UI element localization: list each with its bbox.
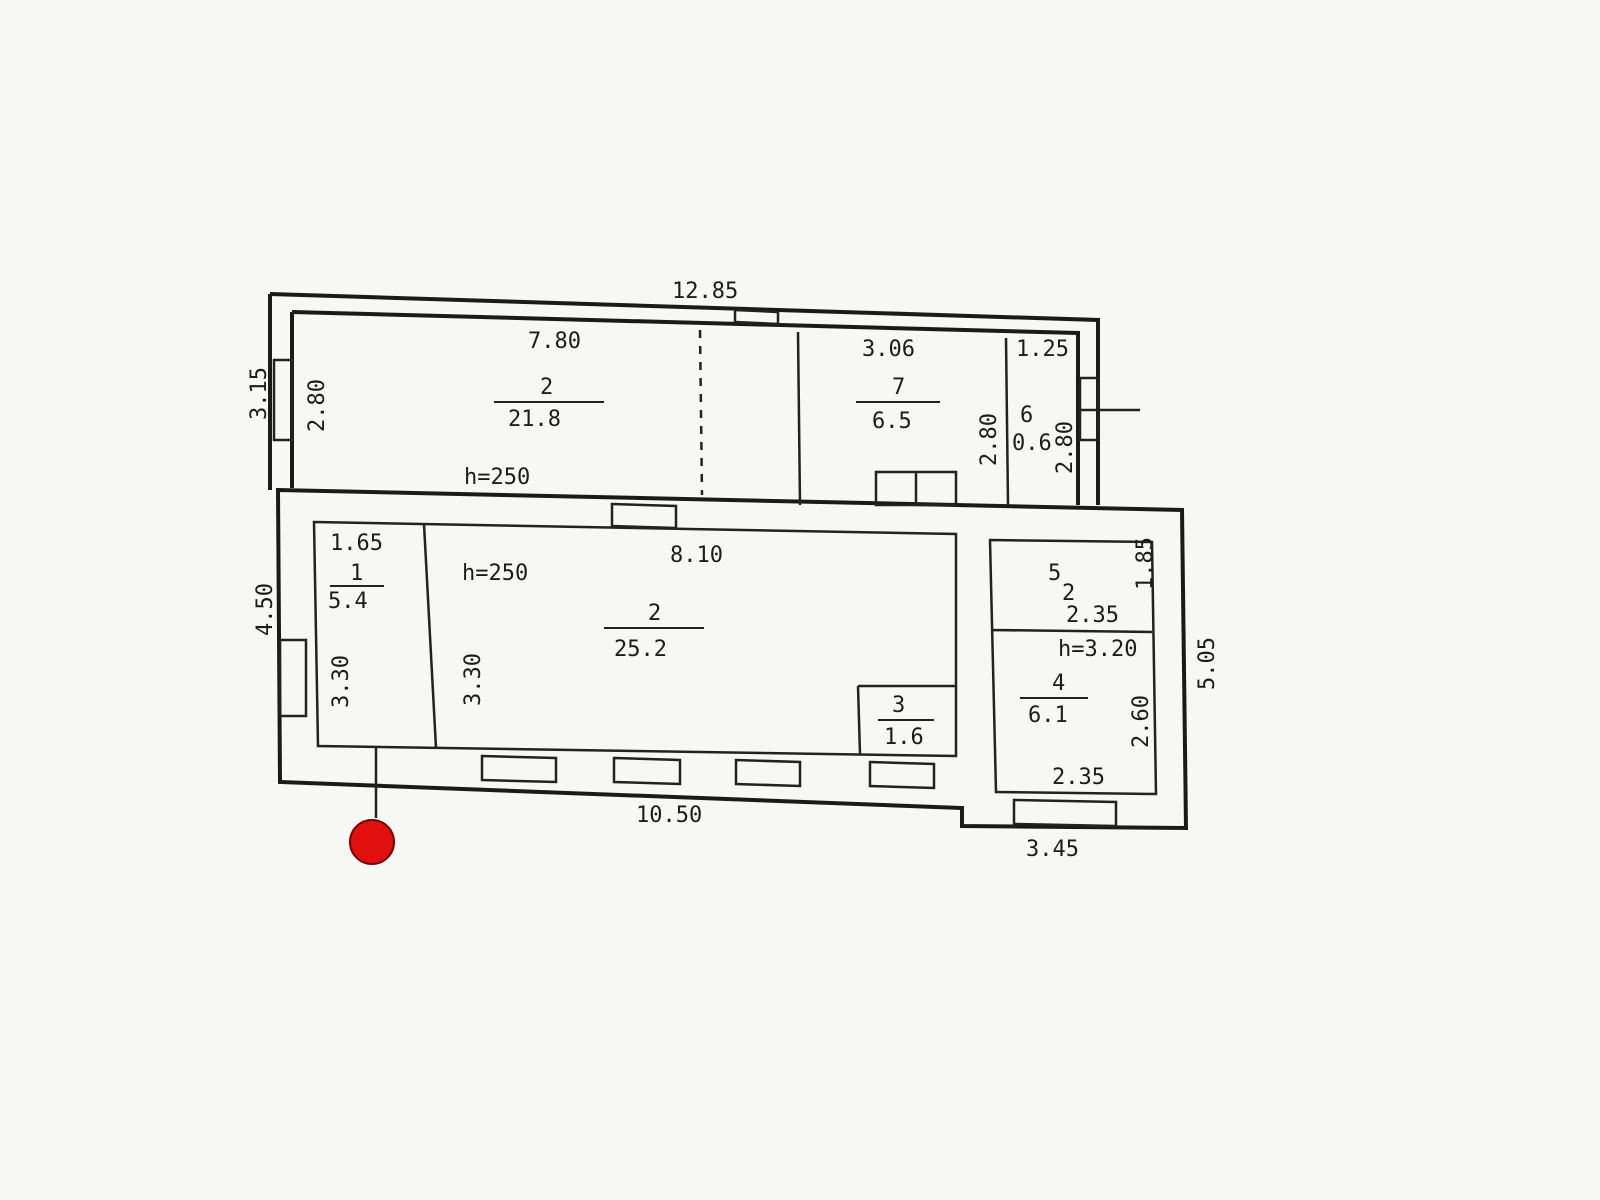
room-2b-height: h=250 [462, 561, 528, 586]
room-5-depth: 1.85 [1133, 537, 1158, 590]
room-6-number: 6 [1020, 403, 1033, 428]
room-2a-width: 7.80 [528, 329, 581, 354]
room-2a-number: 2 [540, 375, 553, 400]
room-2b-number: 2 [648, 601, 661, 626]
dim-bottom-width: 10.50 [636, 803, 702, 828]
room-3-number: 3 [892, 693, 905, 718]
walls [268, 292, 1189, 831]
room-4-height: h=3.20 [1058, 637, 1137, 662]
room-7-number: 7 [892, 375, 905, 400]
labels: 12.85 3.15 10.50 4.50 5.05 3.45 7.80 2.8… [247, 279, 1220, 862]
room-5-area: 2 [1062, 581, 1075, 606]
room-2b-area: 25.2 [614, 637, 667, 662]
room-3-area: 1.6 [884, 725, 924, 750]
room-6-depth: 2.80 [1053, 421, 1078, 474]
room-5-width: 2.35 [1066, 603, 1119, 628]
dim-left-top: 3.15 [247, 367, 272, 420]
dim-top-width: 12.85 [672, 279, 738, 304]
room-2a-height: h=250 [464, 465, 530, 490]
room-4-area: 6.1 [1028, 703, 1068, 728]
room-7-area: 6.5 [872, 409, 912, 434]
room-4-depth: 2.60 [1129, 695, 1154, 748]
room-2b-width: 8.10 [670, 543, 723, 568]
room-1-number: 1 [350, 561, 363, 586]
room-6-width: 1.25 [1016, 337, 1069, 362]
dim-left-bottom: 4.50 [253, 583, 278, 636]
room-1-area: 5.4 [328, 589, 368, 614]
room-7-width: 3.06 [862, 337, 915, 362]
room-4-width: 2.35 [1052, 765, 1105, 790]
room-1-width: 1.65 [330, 531, 383, 556]
room-5-number: 5 [1048, 561, 1061, 586]
room-4-number: 4 [1052, 671, 1065, 696]
location-marker-icon[interactable] [349, 819, 395, 865]
dim-right-bottom: 3.45 [1026, 837, 1079, 862]
room-7-depth: 2.80 [977, 413, 1002, 466]
room-6-area: 0.6 [1012, 431, 1052, 456]
room-2a-depth: 2.80 [305, 379, 330, 432]
room-2b-depth: 3.30 [461, 653, 486, 706]
room-2a-area: 21.8 [508, 407, 561, 432]
dim-right-height: 5.05 [1195, 637, 1220, 690]
room-1-depth: 3.30 [329, 655, 354, 708]
